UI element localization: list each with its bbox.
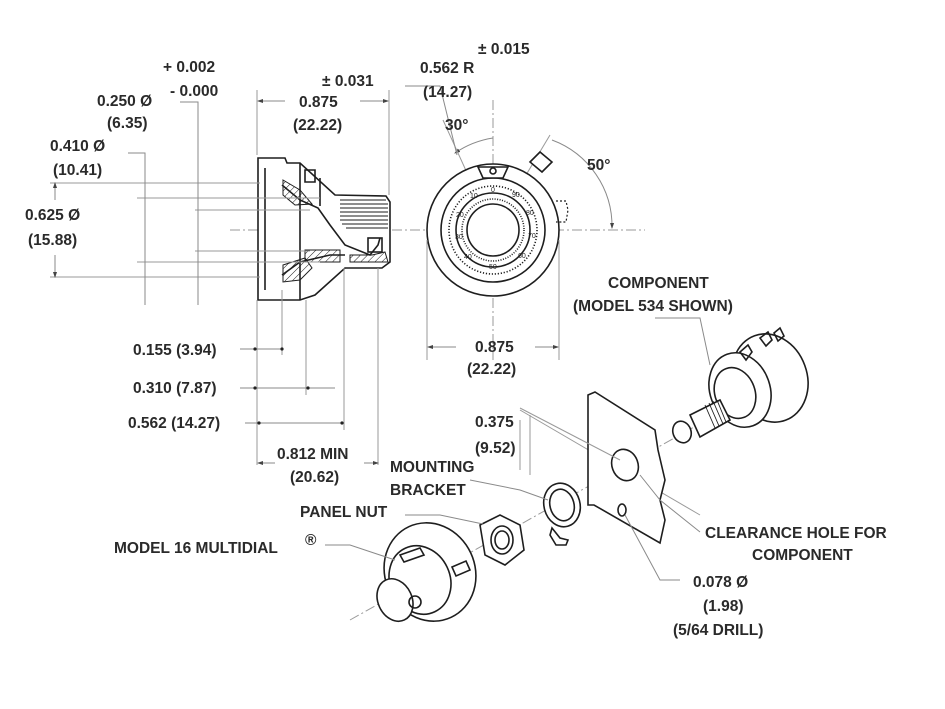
dial-numbers: 0 90 80 70 60 50 40 30 20 10: [455, 187, 536, 271]
clearance-hole-label-2: COMPONENT: [752, 547, 853, 564]
exploded-view: [325, 317, 809, 622]
offset-metric: (9.52): [475, 440, 516, 457]
side-view: [50, 90, 420, 465]
front-view-labels: ± 0.015 0.562 R (14.27) 30° 50° 0.875 (2…: [420, 41, 610, 378]
component-sublabel: (MODEL 534 SHOWN): [573, 298, 733, 315]
side-view-labels: + 0.002 0.250 Ø - 0.000 (6.35) 0.410 Ø (…: [25, 59, 374, 486]
dial-number: 20: [456, 212, 464, 219]
length-metric: (22.22): [293, 117, 342, 134]
mounting-panel: [587, 391, 666, 545]
dial-number: 80: [526, 210, 534, 217]
model-534-potentiometer: [671, 326, 809, 444]
angle-30-label: 30°: [445, 117, 468, 134]
panel-nut-label: PANEL NUT: [300, 504, 388, 521]
inner-dia-metric: (10.41): [53, 162, 102, 179]
min-length-label: 0.812 MIN: [277, 446, 349, 463]
dial-number: 0: [491, 187, 495, 194]
multidial-knob: [376, 522, 477, 622]
shaft-tol-minus: - 0.000: [170, 83, 218, 100]
knob-cross-section: [257, 157, 391, 301]
dial-number: 90: [512, 192, 520, 199]
dial-number: 70: [528, 233, 536, 240]
exploded-view-labels: COMPONENT (MODEL 534 SHOWN) 0.375 (9.52)…: [114, 275, 887, 639]
dial-window: [476, 166, 510, 179]
radius-tol: ± 0.015: [478, 41, 530, 58]
length-tol: ± 0.031: [322, 73, 374, 90]
dial-number: 10: [470, 193, 478, 200]
drill-hole-size: (5/64 DRILL): [673, 622, 763, 639]
dial-number: 40: [464, 254, 472, 261]
outer-dia-label: 0.625 Ø: [25, 207, 80, 224]
offset-label: 0.375: [475, 414, 514, 431]
shaft-dia-label: 0.250 Ø: [97, 93, 152, 110]
shaft-dia-metric: (6.35): [107, 115, 148, 132]
shaft-tol-plus: + 0.002: [163, 59, 215, 76]
knurl-pattern: [340, 199, 388, 229]
multidial-label: MODEL 16 MULTIDIAL: [114, 540, 278, 557]
depth-2-label: 0.310 (7.87): [133, 380, 217, 397]
min-length-metric: (20.62): [290, 469, 339, 486]
mounting-bracket: [542, 482, 582, 546]
radius-label: 0.562 R: [420, 60, 474, 77]
front-dia-label: 0.875: [475, 339, 514, 356]
depth-3-label: 0.562 (14.27): [128, 415, 220, 432]
mounting-bracket-label-1: MOUNTING: [390, 459, 474, 476]
drill-hole-label: 0.078 Ø: [693, 574, 748, 591]
dial-number: 30: [455, 234, 463, 241]
drill-hole-metric: (1.98): [703, 598, 744, 615]
mounting-bracket-label-2: BRACKET: [390, 482, 466, 499]
front-dia-metric: (22.22): [467, 361, 516, 378]
dial-number: 60: [518, 253, 526, 260]
clearance-hole-label-1: CLEARANCE HOLE FOR: [705, 525, 887, 542]
component-label: COMPONENT: [608, 275, 709, 292]
registered-mark: ®: [305, 532, 317, 549]
panel-nut: [479, 514, 525, 566]
lock-lever: [528, 150, 554, 174]
length-label: 0.875: [299, 94, 338, 111]
dial-number: 50: [489, 264, 497, 271]
dial-outer-ring: [426, 163, 560, 297]
angle-50-label: 50°: [587, 157, 610, 174]
depth-1-label: 0.155 (3.94): [133, 342, 217, 359]
radius-metric: (14.27): [423, 84, 472, 101]
outer-dia-metric: (15.88): [28, 232, 77, 249]
inner-dia-label: 0.410 Ø: [50, 138, 105, 155]
front-view: 0 90 80 70 60 50 40 30 20 10: [405, 85, 645, 360]
